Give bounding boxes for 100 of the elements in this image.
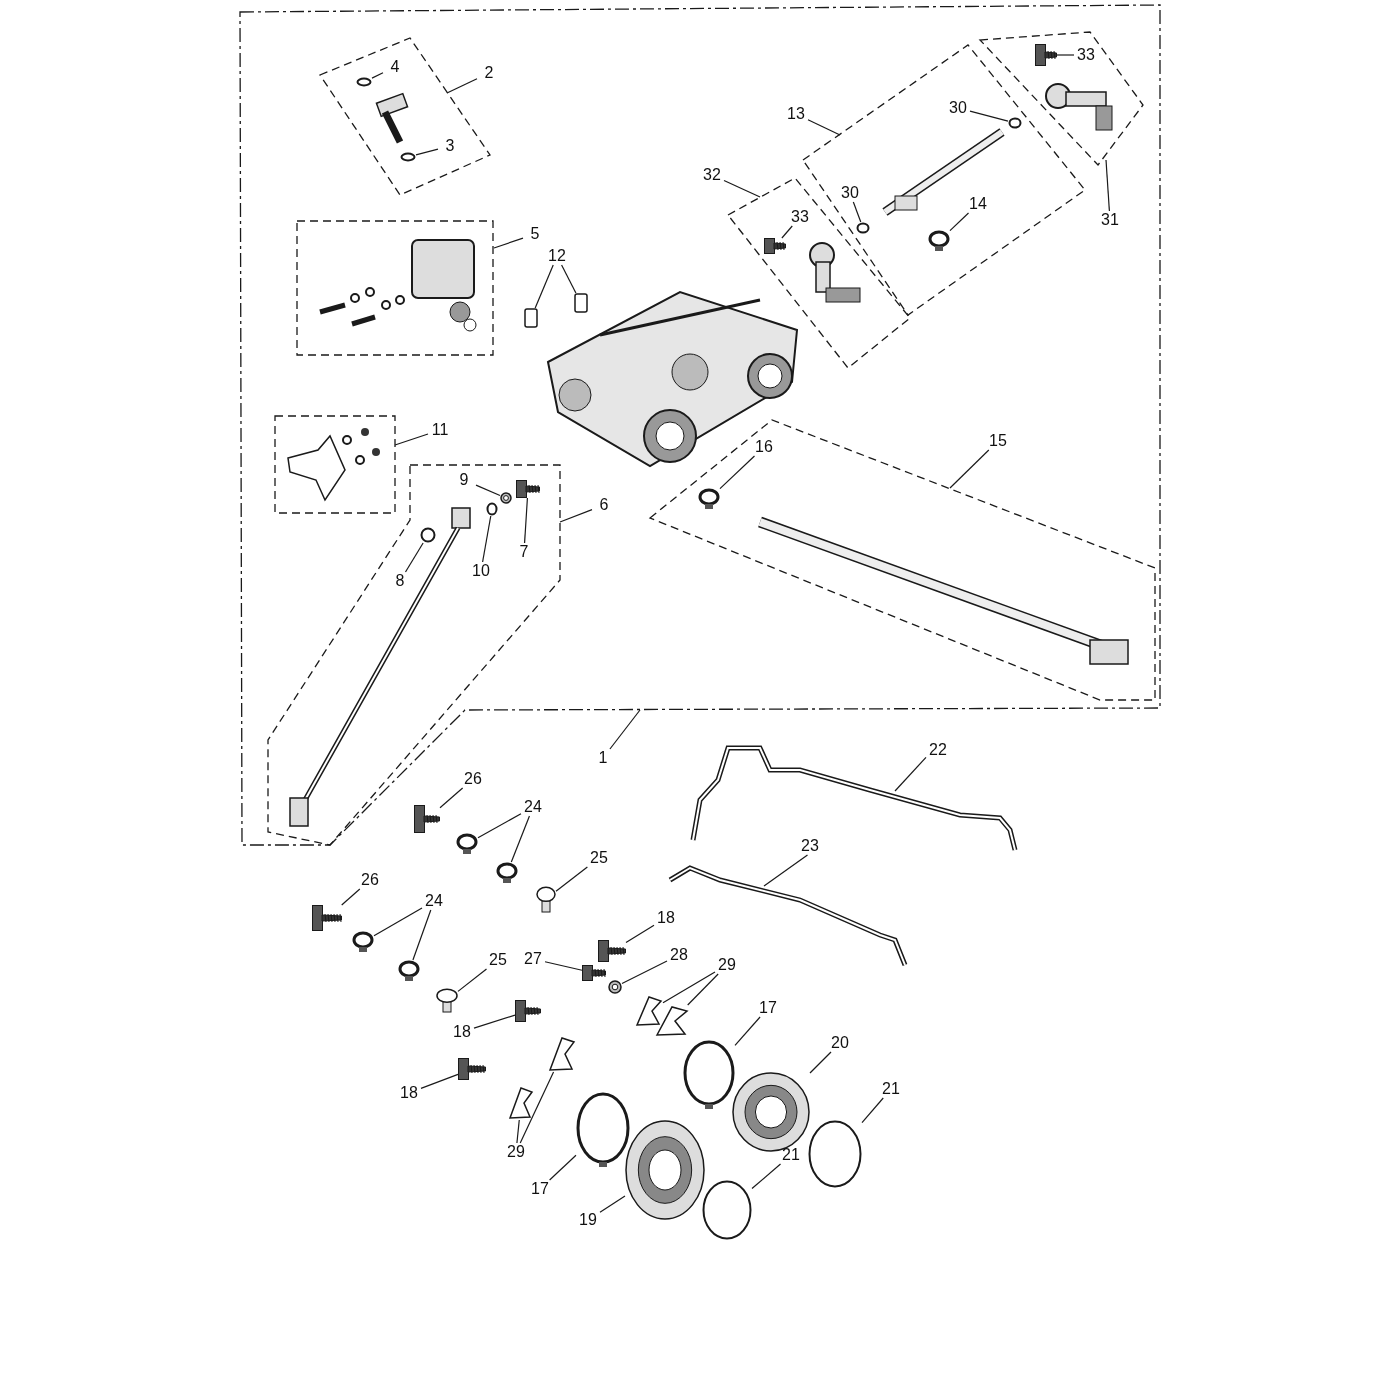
callout-number: 16 bbox=[752, 438, 776, 456]
leader-line bbox=[510, 815, 531, 863]
hose-clip bbox=[352, 931, 374, 953]
callout-number: 21 bbox=[879, 1080, 903, 1098]
callout-number: 8 bbox=[388, 572, 412, 590]
hose-clip bbox=[456, 833, 478, 855]
callout-number: 19 bbox=[576, 1211, 600, 1229]
callout-number: 21 bbox=[779, 1146, 803, 1164]
kit-outline bbox=[648, 418, 1157, 702]
leader-line bbox=[412, 909, 432, 961]
o-ring bbox=[400, 152, 416, 162]
leader-line bbox=[625, 924, 655, 944]
sleeve bbox=[524, 308, 538, 328]
leader-line bbox=[861, 1097, 884, 1124]
callout-number: 15 bbox=[986, 432, 1010, 450]
leader-line bbox=[446, 78, 478, 94]
callout-number: 17 bbox=[756, 999, 780, 1017]
bolt bbox=[582, 965, 606, 981]
callout-number: 26 bbox=[358, 871, 382, 889]
leader-line bbox=[662, 971, 716, 1004]
washer bbox=[500, 492, 512, 504]
callout-number: 6 bbox=[592, 496, 616, 514]
blanking-plug bbox=[436, 987, 458, 1013]
callout-number: 18 bbox=[654, 909, 678, 927]
callout-number: 25 bbox=[587, 849, 611, 867]
leader-line bbox=[807, 119, 841, 136]
leader-line bbox=[373, 907, 423, 937]
leader-line bbox=[751, 1163, 782, 1190]
leader-line bbox=[852, 201, 862, 223]
o-ring bbox=[808, 1120, 862, 1188]
hose-clip bbox=[398, 960, 420, 982]
leader-line bbox=[341, 888, 361, 906]
leader-line bbox=[781, 225, 793, 239]
leader-line bbox=[482, 515, 492, 563]
callout-number: 28 bbox=[667, 946, 691, 964]
callout-number: 20 bbox=[828, 1034, 852, 1052]
callout-number: 24 bbox=[521, 798, 545, 816]
bolt bbox=[458, 1058, 486, 1080]
bolt bbox=[515, 1000, 541, 1022]
bolt bbox=[764, 238, 786, 254]
kit-outline bbox=[273, 414, 397, 515]
callout-number: 26 bbox=[461, 770, 485, 788]
leader-line bbox=[1105, 159, 1110, 212]
leader-line bbox=[1056, 54, 1075, 56]
callout-number: 24 bbox=[422, 892, 446, 910]
o-ring bbox=[702, 1180, 752, 1240]
leader-line bbox=[894, 756, 927, 792]
callout-number: 13 bbox=[784, 105, 808, 123]
bolt bbox=[1035, 44, 1057, 66]
leader-line bbox=[949, 212, 970, 232]
bracket bbox=[548, 1036, 576, 1072]
callout-number: 22 bbox=[926, 741, 950, 759]
o-ring bbox=[356, 77, 372, 87]
callout-number: 18 bbox=[450, 1023, 474, 1041]
callout-number: 11 bbox=[428, 421, 452, 439]
washer bbox=[608, 980, 622, 994]
leader-line bbox=[420, 1073, 459, 1090]
leader-line bbox=[621, 960, 668, 985]
bolt bbox=[598, 940, 626, 962]
leader-line bbox=[477, 813, 522, 839]
callout-number: 23 bbox=[798, 837, 822, 855]
hose-clip bbox=[496, 862, 518, 884]
bracket bbox=[635, 995, 663, 1027]
leader-line bbox=[439, 787, 464, 809]
callout-number: 9 bbox=[452, 471, 476, 489]
kit-outline bbox=[726, 176, 912, 370]
bolt bbox=[414, 805, 440, 833]
leader-line bbox=[609, 709, 641, 750]
leader-line bbox=[719, 455, 756, 490]
callout-number: 4 bbox=[383, 58, 407, 76]
blanking-plug bbox=[536, 885, 556, 913]
callout-number: 1 bbox=[591, 749, 615, 767]
leader-line bbox=[555, 866, 588, 892]
callout-number: 25 bbox=[486, 951, 510, 969]
leader-line bbox=[371, 72, 384, 79]
callout-number: 30 bbox=[838, 184, 862, 202]
leader-line bbox=[475, 484, 501, 497]
callout-number: 7 bbox=[512, 543, 536, 561]
leader-line bbox=[969, 110, 1009, 122]
bolt bbox=[516, 480, 540, 498]
callout-number: 32 bbox=[700, 166, 724, 184]
callout-number: 14 bbox=[966, 195, 990, 213]
leader-line bbox=[687, 973, 719, 1006]
callout-number: 29 bbox=[504, 1143, 528, 1161]
hose-clamp bbox=[576, 1092, 630, 1168]
callout-number: 17 bbox=[528, 1180, 552, 1198]
callout-number: 12 bbox=[545, 247, 569, 265]
leader-line bbox=[949, 449, 990, 489]
bolt bbox=[312, 905, 342, 931]
leader-line bbox=[404, 542, 424, 573]
callout-number: 33 bbox=[1074, 46, 1098, 64]
kit-outline bbox=[978, 30, 1145, 167]
callout-number: 18 bbox=[397, 1084, 421, 1102]
leader-line bbox=[519, 1071, 555, 1144]
callout-number: 31 bbox=[1098, 211, 1122, 229]
hose-clip bbox=[928, 230, 950, 252]
intake-adapter bbox=[625, 1120, 705, 1220]
leader-line bbox=[457, 968, 488, 992]
callout-number: 2 bbox=[477, 64, 501, 82]
callout-number: 29 bbox=[715, 956, 739, 974]
